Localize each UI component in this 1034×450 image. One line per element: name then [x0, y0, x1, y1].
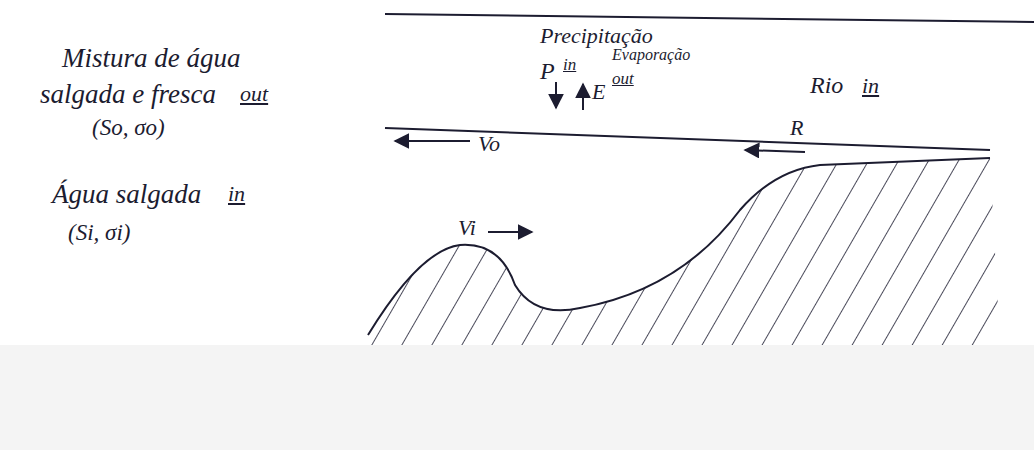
- precipitation-arrow: [555, 82, 557, 108]
- evaporation-arrow: [582, 84, 584, 110]
- symbol: E: [592, 80, 605, 104]
- flow-direction: in: [862, 74, 879, 98]
- symbol: R: [790, 116, 803, 140]
- process-name: Rio: [810, 72, 843, 98]
- process-name: Precipitação: [540, 24, 653, 48]
- water-mass-label: Mistura de água: [62, 44, 241, 74]
- water-surface: [385, 128, 990, 150]
- flow-direction: in: [563, 56, 576, 75]
- symbol: P: [540, 58, 555, 84]
- lower-band: [0, 345, 1034, 450]
- water-mass-label: salgada e fresca: [40, 80, 216, 110]
- velocity-symbol: Vo: [478, 132, 500, 156]
- water-mass-label: Água salgada: [52, 180, 201, 210]
- inflow-arrow: [488, 231, 532, 233]
- river-arrow: [745, 150, 805, 152]
- process-name: Evaporação: [612, 46, 690, 64]
- outflow-arrow: [395, 140, 470, 142]
- seabed-line: [368, 158, 990, 335]
- flow-direction: out: [240, 82, 268, 106]
- flow-direction: out: [612, 70, 634, 89]
- properties: (So, σo): [92, 115, 165, 140]
- velocity-symbol: Vi: [458, 216, 476, 240]
- seabed-hatching: [368, 158, 1000, 345]
- top-line: [385, 14, 1034, 22]
- flow-direction: in: [228, 182, 245, 206]
- properties: (Si, σi): [68, 220, 130, 245]
